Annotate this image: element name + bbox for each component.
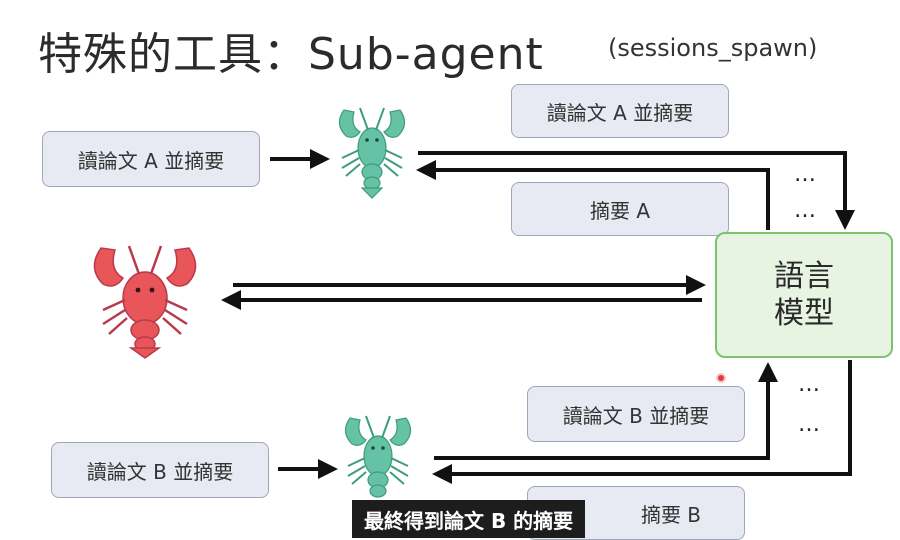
arrow-llm-to-subagent-a	[416, 160, 770, 230]
ellipsis-bottom-2: …	[798, 412, 821, 437]
ellipsis-bottom-1: …	[798, 372, 821, 397]
lobster-teal-icon	[338, 107, 406, 199]
task-box-read-a-left: 讀論文 A 並摘要	[42, 131, 260, 187]
llm-label-line2: 模型	[774, 296, 834, 331]
slide-subtitle: (sessions_spawn)	[608, 34, 818, 62]
ellipsis-top-1: …	[794, 162, 817, 187]
task-box-read-b-left: 讀論文 B 並摘要	[51, 442, 269, 498]
ellipsis-top-2: …	[794, 198, 817, 223]
summary-label: 摘要 A	[589, 198, 651, 223]
arrow-subagent-b-to-llm	[434, 362, 778, 460]
task-label: 讀論文 A 並摘要	[77, 148, 225, 173]
arrow-subagent-a-to-llm	[418, 151, 855, 230]
task-label: 讀論文 B 並摘要	[562, 403, 710, 428]
arrow-llm-to-subagent-b	[432, 360, 852, 484]
slide-title: 特殊的工具：Sub-agent	[38, 29, 544, 80]
summary-label: 摘要 B	[640, 502, 702, 527]
language-model-box: 語言 模型	[715, 232, 893, 358]
summary-box-a: 摘要 A	[511, 182, 729, 236]
llm-label-line1: 語言	[774, 258, 834, 294]
lobster-red-icon	[93, 245, 197, 359]
task-box-read-b-mid: 讀論文 B 並摘要	[527, 386, 745, 442]
record-dot-icon	[716, 373, 726, 383]
task-label: 讀論文 B 並摘要	[86, 459, 234, 484]
lobster-teal-icon	[344, 415, 412, 498]
subtitle-caption: 最終得到論文 B 的摘要	[352, 500, 586, 538]
task-label: 讀論文 A 並摘要	[546, 100, 694, 125]
task-box-read-a-top: 讀論文 A 並摘要	[511, 84, 729, 138]
